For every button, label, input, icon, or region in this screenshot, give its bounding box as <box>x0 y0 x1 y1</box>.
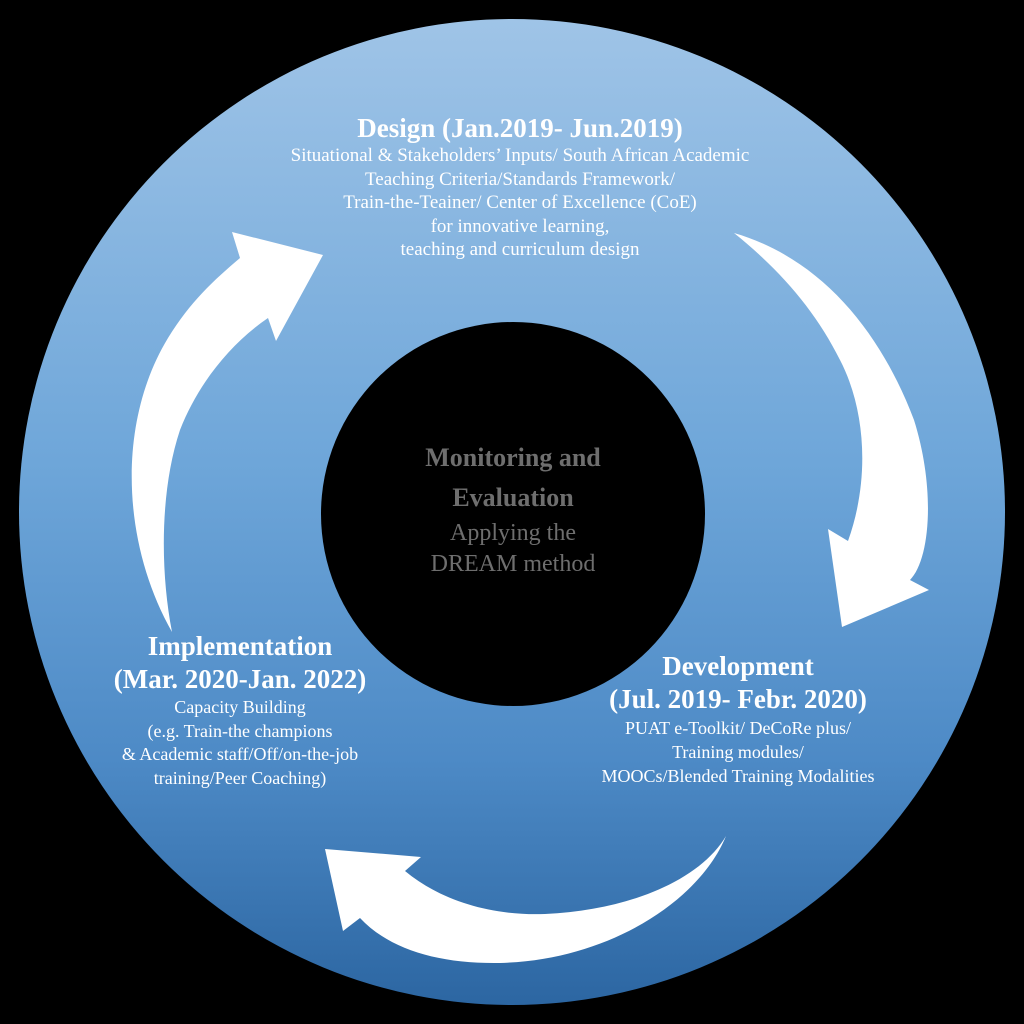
phase-development-body-line: PUAT e-Toolkit/ DeCoRe plus/ <box>625 718 851 738</box>
phase-development-title-line: Development <box>662 651 814 681</box>
phase-implementation-body-line: Capacity Building <box>174 697 306 717</box>
phase-development-title: Development (Jul. 2019- Febr. 2020) <box>548 650 928 716</box>
phase-development-description: PUAT e-Toolkit/ DeCoRe plus/ Training mo… <box>548 716 928 788</box>
development-to-implementation-arrow <box>325 836 726 964</box>
phase-development-body-line: MOOCs/Blended Training Modalities <box>601 766 875 786</box>
phase-implementation-title-line: Implementation <box>147 631 333 661</box>
phase-design-body-line: for innovative learning, <box>430 215 610 237</box>
phase-design: Design (Jan.2019- Jun.2019) Situational … <box>180 112 860 262</box>
phase-development-title-line: (Jul. 2019- Febr. 2020) <box>609 684 867 714</box>
design-to-development-arrow <box>734 233 929 627</box>
phase-design-title-line: Design (Jan.2019- Jun.2019) <box>357 113 683 143</box>
center-description: Applying the DREAM method <box>353 518 673 580</box>
center-title: Monitoring and Evaluation <box>353 438 673 518</box>
phase-implementation-title: Implementation (Mar. 2020-Jan. 2022) <box>60 630 420 696</box>
center-title-line: Monitoring and <box>425 443 601 472</box>
center-body-line: Applying the <box>450 520 576 546</box>
center-circle <box>321 322 705 706</box>
phase-implementation-body-line: training/Peer Coaching) <box>153 767 327 788</box>
phase-design-body-line: Train-the-Teainer/ Center of Excellence … <box>343 192 697 214</box>
center-body-line: DREAM method <box>430 551 596 577</box>
phase-implementation-title-line: (Mar. 2020-Jan. 2022) <box>113 664 367 694</box>
phase-design-body-line: Situational & Stakeholders’ Inputs/ Sout… <box>290 145 750 166</box>
center-monitoring-evaluation: Monitoring and Evaluation Applying the D… <box>353 438 673 580</box>
phase-development: Development (Jul. 2019- Febr. 2020) PUAT… <box>548 650 928 788</box>
phase-design-description: Situational & Stakeholders’ Inputs/ Sout… <box>180 144 860 262</box>
phase-implementation: Implementation (Mar. 2020-Jan. 2022) Cap… <box>60 630 420 790</box>
phase-design-title: Design (Jan.2019- Jun.2019) <box>180 112 860 144</box>
phase-development-body-line: Training modules/ <box>672 742 804 762</box>
phase-implementation-body-line: (e.g. Train-the champions <box>147 720 333 741</box>
implementation-to-design-arrow <box>131 232 323 632</box>
phase-implementation-body-line: & Academic staff/Off/on-the-job <box>121 744 359 764</box>
phase-design-body-line: Teaching Criteria/Standards Framework/ <box>365 168 675 190</box>
center-title-line: Evaluation <box>452 483 574 512</box>
phase-implementation-description: Capacity Building (e.g. Train-the champi… <box>60 696 420 790</box>
phase-design-body-line: teaching and curriculum design <box>400 239 640 261</box>
